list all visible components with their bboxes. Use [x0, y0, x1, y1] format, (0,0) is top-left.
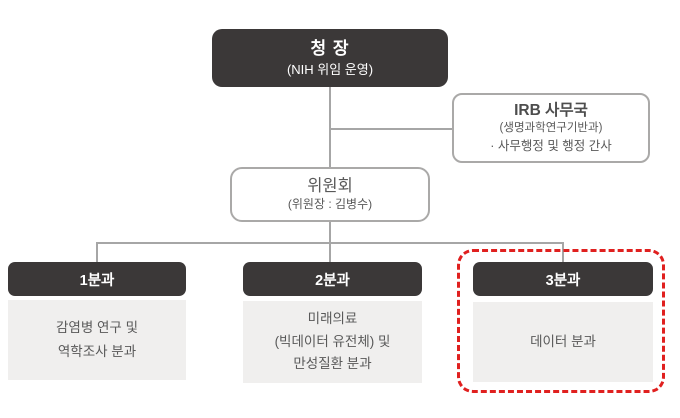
division-2-line: 미래의료	[307, 310, 358, 326]
division-3-line: 데이터 분과	[530, 333, 596, 349]
division-2-body: 미래의료 (빅데이터 유전체) 및 만성질환 분과	[243, 301, 422, 383]
committee-title: 위원회	[307, 177, 353, 196]
connector-drop-division-1	[96, 242, 98, 263]
connector-trunk	[329, 87, 331, 168]
division-3-body: 데이터 분과	[473, 302, 653, 382]
division-2-header: 2분과	[243, 262, 422, 296]
division-2-line: (빅데이터 유전체) 및	[274, 333, 391, 349]
irb-office-subtitle: (생명과학연구기반과)	[499, 121, 603, 134]
connector-committee-down	[329, 222, 331, 243]
connector-drop-division-3	[562, 242, 564, 263]
division-3-header: 3분과	[473, 262, 653, 296]
irb-office-box: IRB 사무국 (생명과학연구기반과) · 사무행정 및 행정 간사	[452, 93, 650, 163]
division-1-label: 1분과	[79, 272, 115, 289]
director-title: 청 장	[310, 39, 350, 59]
connector-drop-division-2	[329, 242, 331, 263]
division-3-label: 3분과	[545, 272, 581, 289]
director-box: 청 장 (NIH 위임 운영)	[212, 29, 448, 87]
committee-box: 위원회 (위원장 : 김병수)	[230, 167, 430, 222]
division-1-body: 감염병 연구 및 역학조사 분과	[8, 300, 186, 380]
division-1-line: 역학조사 분과	[57, 344, 137, 359]
connector-irb-branch	[330, 128, 452, 130]
committee-subtitle: (위원장 : 김병수)	[287, 196, 373, 211]
division-1-line: 감염병 연구 및	[55, 319, 139, 335]
division-2-line: 만성질환 분과	[293, 356, 372, 372]
director-subtitle: (NIH 위임 운영)	[286, 62, 374, 78]
irb-office-title: IRB 사무국	[514, 102, 588, 120]
division-2-label: 2분과	[315, 272, 350, 289]
irb-office-note: · 사무행정 및 행정 간사	[490, 138, 612, 153]
division-1-header: 1분과	[8, 262, 186, 296]
